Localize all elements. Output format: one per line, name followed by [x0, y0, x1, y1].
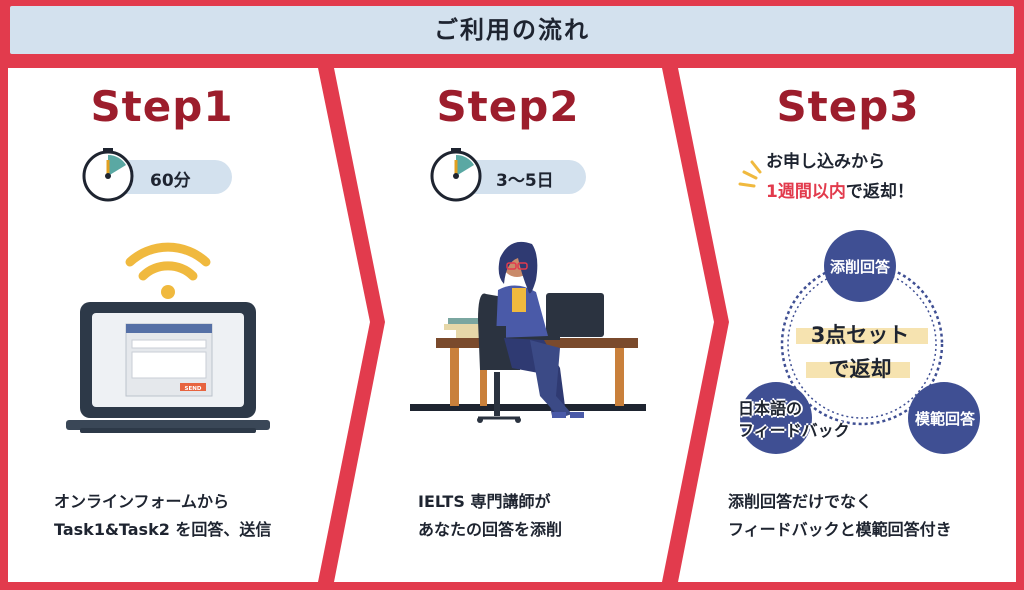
step1-timer [82, 148, 232, 202]
step2-duration: 3〜5日 [496, 171, 554, 191]
step1-title: Step1 [90, 82, 234, 131]
step2-title: Step2 [436, 82, 580, 131]
wifi-icon [125, 242, 211, 299]
send-button-label: SEND [185, 386, 202, 392]
step3-note-line2: 1週間以内で返却！ [766, 178, 914, 206]
circle-model-answer [908, 382, 980, 454]
step2-timer [430, 148, 586, 202]
step3-caption-line2: フィードバックと模範回答付き [728, 520, 952, 539]
cycle-item-japanese: 日本語の [738, 399, 803, 418]
circle-feedback [740, 382, 812, 454]
step3-note-rest: で返却！ [845, 182, 914, 202]
step3-note-highlight: 1週間以内 [766, 182, 846, 202]
step1-caption-line1: オンラインフォームから [54, 492, 230, 511]
sparkle-icon [738, 160, 762, 188]
page-title: ご利用の流れ [434, 16, 590, 44]
step1-duration: 60分 [150, 171, 191, 191]
header-bar [10, 6, 1014, 54]
step3-title: Step3 [776, 82, 920, 131]
step3-note-line1: お申し込みから [766, 152, 885, 172]
step3-caption-line1: 添削回答だけでなく [728, 492, 873, 511]
step1-caption-line2: Task1&Task2 を回答、送信 [54, 520, 272, 539]
cycle-item-feedback: フィードバック [738, 421, 850, 440]
step2-caption-line1: IELTS 専門講師が [418, 492, 551, 511]
cycle-item-correction: 添削回答 [829, 258, 890, 276]
step2-caption-line2: あなたの回答を添削 [418, 520, 563, 539]
circle-correction [824, 230, 896, 302]
laptop-icon [66, 302, 270, 433]
cycle-item-model-answer: 模範回答 [914, 410, 975, 428]
teacher-illustration [410, 241, 646, 423]
cycle-center-line2: で返却 [828, 357, 892, 381]
step3-panel [678, 68, 1016, 582]
cycle-center-line1: 3点セット [810, 323, 910, 347]
cycle-diagram [740, 230, 980, 454]
